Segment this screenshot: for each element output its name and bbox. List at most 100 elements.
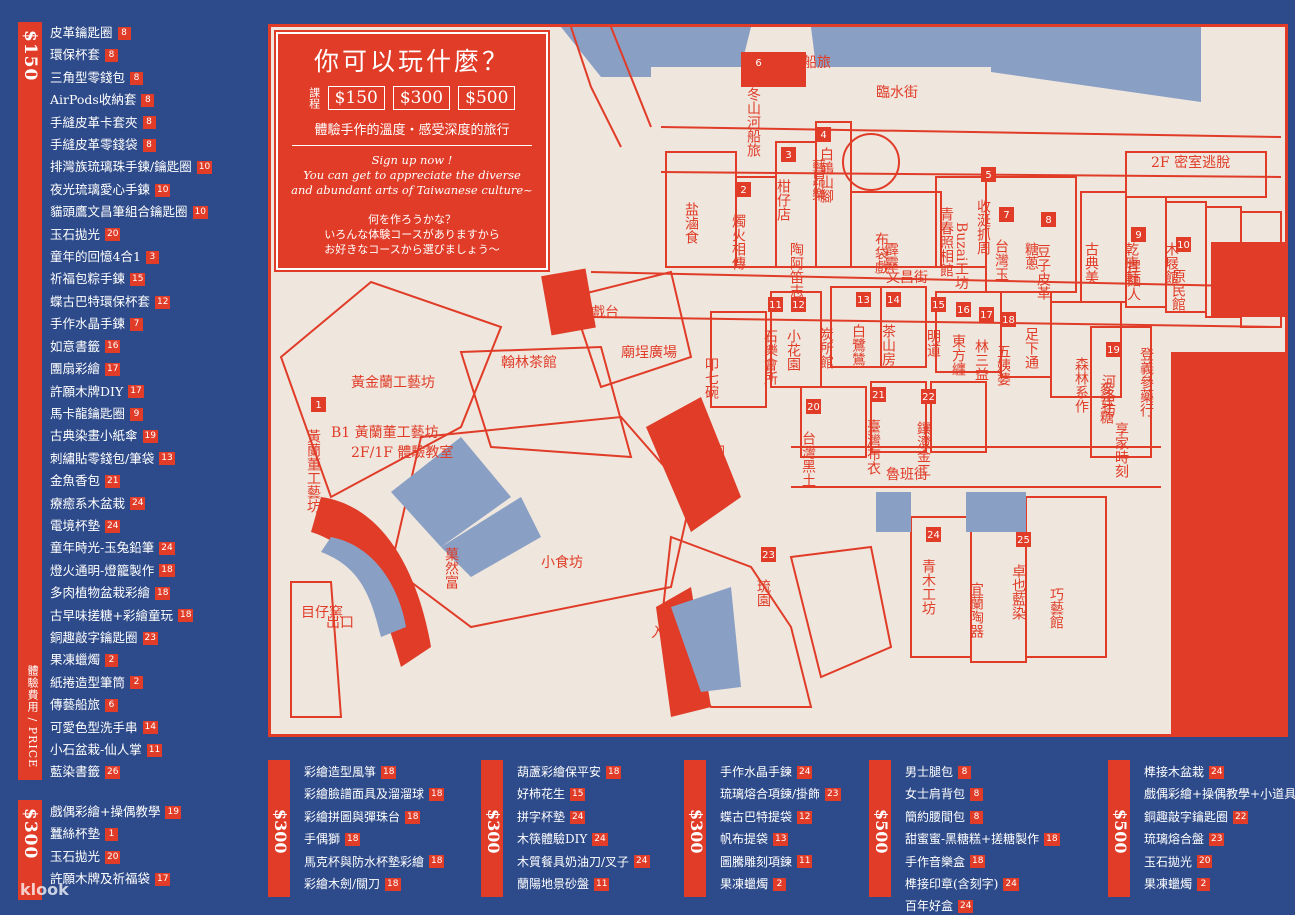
shop-name: 捏麵人 [1125, 259, 1141, 301]
list-item: 琉璃熔合項鍊/掛飾 23 [720, 783, 841, 805]
item-name: 玉石拋光 [1144, 854, 1193, 869]
item-name: 環保杯套 [50, 47, 101, 63]
shop-marker[interactable]: 14 [886, 292, 901, 307]
item-number-badge: 7 [130, 317, 144, 331]
shop-marker[interactable]: 6 [751, 55, 766, 70]
shop-marker[interactable]: 24 [926, 527, 941, 542]
map-label: 文昌祠 [683, 445, 725, 461]
item-name: 古典染畫小紙傘 [50, 428, 138, 444]
map-label: 翰林茶館 [501, 354, 557, 371]
list-item: 手作水晶手鍊 7 [50, 313, 212, 335]
shop-number: 6 [755, 58, 761, 69]
shop-marker[interactable]: 3 [781, 147, 796, 162]
item-number-badge: 24 [634, 855, 650, 869]
info-prices: 課程 $150 $300 $500 [278, 86, 546, 110]
item-number-badge: 17 [105, 362, 121, 376]
shop-marker[interactable]: 15 [931, 297, 946, 312]
shop-marker[interactable]: 7 [999, 207, 1014, 222]
shop-marker[interactable]: 4 [816, 127, 831, 142]
price-tab-300: $300 [18, 800, 42, 900]
shop-marker[interactable]: 20 [806, 399, 821, 414]
shop-marker[interactable]: 25 [1016, 532, 1031, 547]
shop-number: 1 [315, 400, 321, 411]
shop-name: 收涎抓周 [975, 199, 991, 256]
item-number-badge: 18 [405, 810, 421, 824]
shop-marker[interactable]: 1 [311, 397, 326, 412]
item-number-badge: 20 [105, 850, 121, 864]
item-name: 琉璃熔合項鍊/掛飾 [720, 787, 821, 802]
shop-marker[interactable]: 22 [921, 389, 936, 404]
item-name: 小石盆栽-仙人掌 [50, 742, 142, 757]
item-name: 燈火通明-燈籠製作 [50, 562, 155, 578]
shop-number: 13 [857, 295, 870, 306]
item-name: 手縫皮革卡套夾 [50, 114, 138, 130]
item-name: 好柿花生 [517, 787, 566, 802]
shop-marker[interactable]: 5 [981, 167, 996, 182]
shop-name: 柑仔店 [775, 179, 791, 221]
shop-marker[interactable]: 13 [856, 292, 871, 307]
shop-name: 冬山河船旅 [745, 87, 761, 157]
item-name: 童年的回憶4合1 [50, 249, 141, 265]
item-number-badge: 23 [825, 788, 841, 802]
item-number-badge: 18 [606, 765, 622, 779]
item-number-badge: 20 [1197, 855, 1213, 869]
item-name: 電境杯墊 [50, 517, 101, 533]
shop-marker[interactable]: 17 [979, 307, 994, 322]
shop-marker[interactable]: 21 [871, 387, 886, 402]
list-item: 玉石拋光 20 [1144, 851, 1295, 873]
item-name: 果凍蠟燭 [1144, 877, 1193, 892]
shop-name: 東方纏 [950, 334, 966, 377]
item-name: 榫接木盆栽 [1144, 765, 1205, 779]
shop-marker[interactable]: 10 [1176, 237, 1191, 252]
map-label: 目仔窯 [301, 604, 343, 621]
item-number-badge: 2 [1197, 877, 1211, 891]
item-name: 手作水晶手鍊 [50, 316, 126, 332]
item-name: 手作水晶手鍊 [720, 765, 793, 779]
item-number-badge: 10 [196, 161, 213, 175]
shop-marker[interactable]: 19 [1106, 342, 1121, 357]
price-button-150[interactable]: $150 [327, 86, 385, 110]
map-label: 入口 [651, 625, 679, 641]
item-name: 馬克杯與防水杯墊彩繪 [304, 854, 425, 869]
shop-marker[interactable]: 9 [1131, 227, 1146, 242]
item-name: 三角型零錢包 [50, 69, 126, 85]
item-number-badge: 24 [958, 900, 974, 914]
item-name: 蘭陽地景砂盤 [517, 877, 590, 892]
item-number-badge: 19 [165, 805, 181, 819]
item-name: 簡約腰間包 [905, 809, 966, 824]
shop-marker[interactable]: 18 [1001, 312, 1016, 327]
bottom-tab-2: $300 [481, 760, 503, 897]
shop-marker[interactable]: 12 [791, 297, 806, 312]
map-shop-label: 炭所館 [818, 327, 834, 369]
map-label: 廣孝堂 [1256, 244, 1288, 261]
shop-marker[interactable]: 8 [1041, 212, 1056, 227]
shop-name: 燭火相傳 [730, 214, 746, 270]
shop-marker[interactable]: 2 [736, 182, 751, 197]
price-button-300[interactable]: $300 [392, 86, 451, 110]
shop-marker[interactable]: 11 [768, 297, 783, 312]
item-number-badge: 18 [177, 609, 194, 623]
shop-marker[interactable]: 16 [956, 302, 971, 317]
shop-marker[interactable]: 23 [761, 547, 776, 562]
map-shop-label: 白鶴山腳 [818, 147, 834, 203]
item-number-badge: 24 [592, 832, 608, 846]
price-button-500[interactable]: $500 [458, 86, 516, 110]
shop-number: 20 [807, 402, 820, 413]
map-shop-label: 青春照相館 [938, 207, 954, 277]
item-number-badge: 1 [105, 828, 119, 842]
map-label: 戲台 [591, 305, 619, 321]
item-number-badge: 12 [797, 810, 813, 824]
